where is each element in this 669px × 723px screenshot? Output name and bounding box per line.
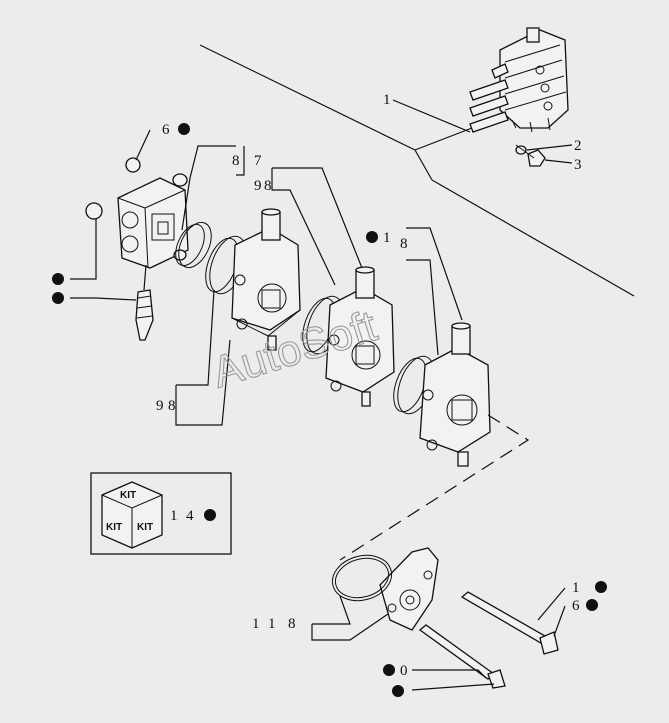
callout-dot-bottom-2: [392, 685, 404, 697]
callout-dot-right-1: [595, 581, 607, 593]
callout-8-low: 8: [168, 398, 176, 414]
assembly-path-dashed: [339, 414, 530, 561]
valve-section-2: [325, 266, 395, 407]
relief-cartridge: [135, 264, 154, 341]
valve-head-block: [117, 173, 189, 269]
valve-assembly-small: [469, 27, 569, 133]
callout-1-mid: 1: [383, 230, 391, 246]
plug-part-6: [125, 157, 141, 173]
callout-8-top: 8: [264, 178, 272, 194]
callout-1-kit: 1: [170, 508, 178, 524]
callout-dot-left-1: [52, 273, 64, 285]
callout-2: 2: [574, 138, 582, 154]
callout-dot-right-2: [586, 599, 598, 611]
valve-section-3: [419, 322, 491, 467]
frame-line-bend: [414, 149, 433, 181]
callout-8: 8: [232, 153, 240, 169]
kit-label-left: KIT: [106, 522, 122, 533]
callout-1-b: 1: [268, 616, 276, 632]
kit-label-top: KIT: [120, 490, 136, 501]
washer-part-2: [515, 145, 527, 155]
callout-6-dot: [178, 123, 190, 135]
o-ring-1: [178, 221, 212, 269]
callout-1: 1: [383, 92, 391, 108]
kit-icon: KIT KIT KIT: [90, 472, 232, 555]
callout-9-top: 9: [254, 178, 262, 194]
valve-section-1: [231, 208, 301, 351]
frame-line-right: [431, 179, 635, 297]
end-cover: [379, 547, 439, 631]
tie-rod-long: [460, 591, 559, 655]
callout-dot-mid: [366, 231, 378, 243]
callout-3: 3: [574, 157, 582, 173]
o-ring-end-cover: [331, 554, 393, 602]
callout-8-mid: 8: [400, 236, 408, 252]
callout-1-a: 1: [252, 616, 260, 632]
callout-dot-left-2: [52, 292, 64, 304]
callout-8-end: 8: [288, 616, 296, 632]
callout-kit-dot: [204, 509, 216, 521]
plug-left: [85, 202, 103, 220]
callout-dot-bottom-1: [383, 664, 395, 676]
tie-rod-short: [418, 624, 506, 689]
callout-0: 0: [400, 663, 408, 679]
bolt-part-3: [515, 144, 546, 167]
kit-label-right: KIT: [137, 522, 153, 533]
callout-9-low: 9: [156, 398, 164, 414]
callout-1-right: 1: [572, 580, 580, 596]
frame-line-top: [199, 44, 416, 151]
frame-line-to-assembly: [414, 127, 473, 151]
callout-7: 7: [254, 153, 262, 169]
callout-4-kit: 4: [186, 508, 194, 524]
callout-6-right: 6: [572, 598, 580, 614]
callout-6: 6: [162, 122, 170, 138]
